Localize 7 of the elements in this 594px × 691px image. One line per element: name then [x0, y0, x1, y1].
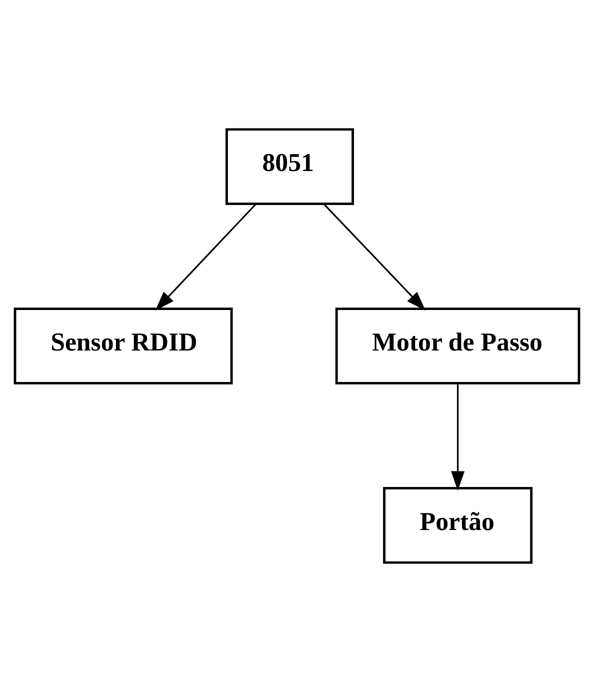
- node-box: 8051: [226, 128, 354, 204]
- node-box: Sensor RDID: [14, 307, 233, 384]
- arrow: [451, 382, 465, 490]
- node-box: Motor de Passo: [335, 307, 580, 384]
- node-box: Portão: [383, 486, 533, 564]
- arrow: [155, 202, 257, 310]
- arrow: [323, 202, 426, 310]
